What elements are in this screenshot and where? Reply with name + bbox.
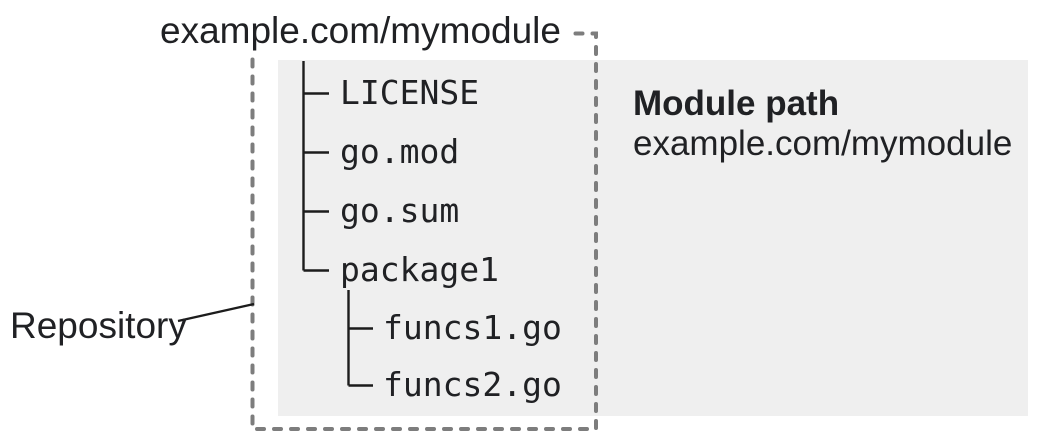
tree-item-gomod: go.mod (340, 132, 460, 171)
tree-item-license: LICENSE (340, 73, 480, 112)
module-path-block: Module path example.com/mymodule (633, 84, 1012, 164)
tree-item-funcs2: funcs2.go (383, 365, 562, 404)
tree-item-gosum: go.sum (340, 191, 460, 230)
tree-item-package1: package1 (340, 250, 499, 289)
module-panel-background (278, 60, 1028, 416)
module-path-heading: Module path (633, 84, 840, 123)
repository-pointer-line (177, 302, 255, 323)
repo-url-title: example.com/mymodule (152, 5, 569, 57)
repository-label: Repository (10, 305, 187, 346)
tree-item-funcs1: funcs1.go (383, 308, 562, 347)
module-path-value: example.com/mymodule (633, 124, 1013, 163)
